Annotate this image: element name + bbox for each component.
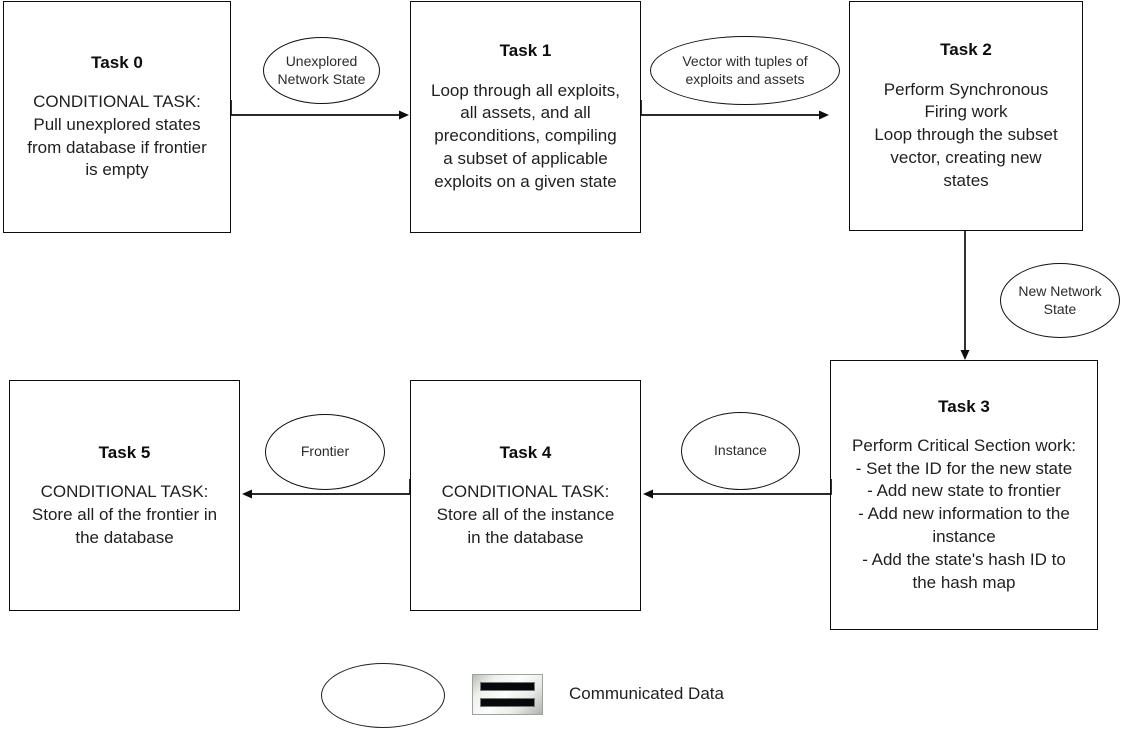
node-task4-body: CONDITIONAL TASK: Store all of the insta…: [436, 481, 615, 547]
node-task3[interactable]: Task 3 Perform Critical Section work: - …: [830, 360, 1098, 630]
node-task0-body: CONDITIONAL TASK: Pull unexplored states…: [27, 92, 207, 180]
node-task1-body: Loop through all exploits, all assets, a…: [430, 80, 621, 191]
data-label-text: Frontier: [300, 443, 350, 460]
data-label-text: Vector with tuples of exploits and asset…: [682, 52, 808, 87]
edge-task4-to-task5: [240, 479, 412, 511]
edge-task1-to-task2: [640, 100, 833, 132]
data-label-frontier[interactable]: Frontier: [265, 414, 385, 490]
equals-icon: [472, 674, 543, 715]
equals-icon-bar-top: [479, 682, 536, 691]
node-task1[interactable]: Task 1 Loop through all exploits, all as…: [410, 1, 641, 233]
node-task1-title: Task 1: [499, 41, 552, 61]
node-task5-title: Task 5: [98, 442, 151, 462]
data-label-text: Unexplored Network State: [277, 52, 366, 87]
node-task0-title: Task 0: [91, 52, 143, 72]
data-label-text: Instance: [714, 442, 767, 459]
node-task2-title: Task 2: [940, 40, 992, 60]
data-label-new-network-state[interactable]: New Network State: [1000, 263, 1120, 338]
node-task4-title: Task 4: [499, 442, 552, 462]
node-task3-title: Task 3: [938, 396, 990, 416]
data-label-text: New Network State: [1018, 282, 1102, 317]
legend-label: Communicated Data: [569, 684, 724, 703]
edge-task2-to-task3: [950, 231, 982, 363]
legend-ellipse-shape: [321, 663, 445, 728]
data-label-instance[interactable]: Instance: [681, 412, 800, 490]
data-label-vector-tuples[interactable]: Vector with tuples of exploits and asset…: [650, 36, 840, 105]
node-task2[interactable]: Task 2 Perform Synchronous Firing work L…: [849, 1, 1083, 231]
node-task5-body: CONDITIONAL TASK: Store all of the front…: [31, 481, 218, 547]
node-task3-body: Perform Critical Section work: - Set the…: [852, 435, 1076, 592]
node-task2-body: Perform Synchronous Firing work Loop thr…: [874, 79, 1058, 190]
node-task0[interactable]: Task 0 CONDITIONAL TASK: Pull unexplored…: [3, 1, 231, 233]
node-task4[interactable]: Task 4 CONDITIONAL TASK: Store all of th…: [410, 380, 641, 611]
node-task5[interactable]: Task 5 CONDITIONAL TASK: Store all of th…: [9, 380, 240, 611]
equals-icon-bar-bottom: [479, 698, 536, 707]
edge-task3-to-task4: [641, 479, 833, 511]
edge-task0-to-task1: [230, 100, 413, 132]
data-label-unexplored-network-state[interactable]: Unexplored Network State: [263, 37, 380, 104]
